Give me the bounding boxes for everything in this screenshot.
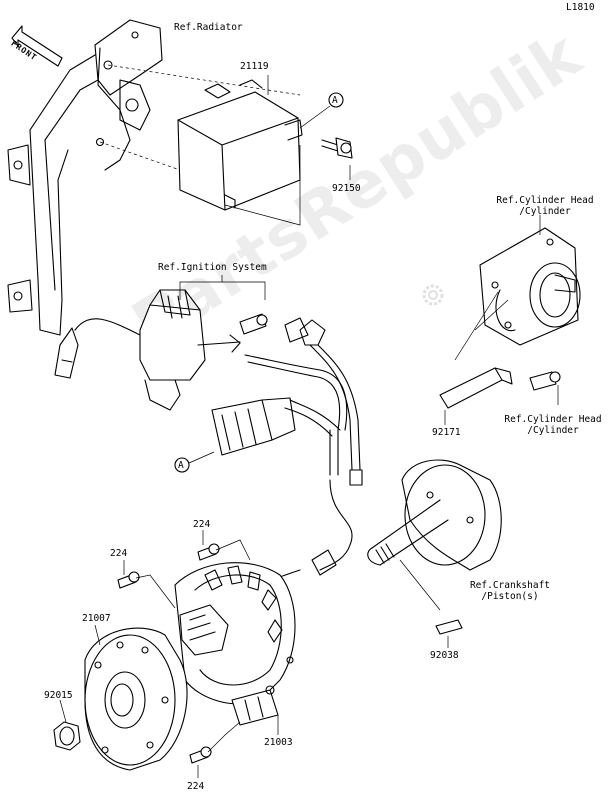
cdi-unit-21119 xyxy=(177,79,303,211)
part-224-top: 224 xyxy=(193,519,211,530)
ref-cylinder-head-top-line2: /Cylinder xyxy=(519,206,571,217)
part-21119: 21119 xyxy=(240,61,269,72)
ref-ignition-system: Ref.Ignition System xyxy=(158,262,267,273)
part-224-bottom: 224 xyxy=(187,781,205,792)
bolt-92150 xyxy=(321,137,353,159)
woodruff-key-92038 xyxy=(435,619,463,635)
wiring-harness xyxy=(244,317,363,591)
screw-224-top xyxy=(197,530,251,561)
wire-connector xyxy=(211,397,296,456)
ref-cylinder-head-top: Ref.Cylinder Head /Cylinder xyxy=(490,195,600,217)
coil-bolt xyxy=(239,313,268,335)
ref-cylinder-head-bottom-line1: Ref.Cylinder Head xyxy=(504,414,602,425)
part-21007: 21007 xyxy=(82,613,111,624)
front-arrow-icon xyxy=(11,25,63,67)
nut-92015 xyxy=(53,721,81,751)
callout-a-top-label: A xyxy=(332,95,338,106)
pickup-coil-92171 xyxy=(439,367,513,409)
ref-cylinder-head-bottom-line2: /Cylinder xyxy=(527,425,579,436)
part-92171: 92171 xyxy=(432,427,461,438)
part-92015: 92015 xyxy=(44,690,73,701)
cylinder-head xyxy=(479,227,581,346)
ref-cylinder-head-top-line1: Ref.Cylinder Head xyxy=(496,195,594,206)
stator-plate-21003 xyxy=(174,562,296,726)
ref-crankshaft-line2: /Piston(s) xyxy=(481,591,539,602)
gear-icon xyxy=(422,284,444,306)
part-92150: 92150 xyxy=(332,183,361,194)
ref-crankshaft-line1: Ref.Crankshaft xyxy=(469,580,551,591)
diagram-code: L1810 xyxy=(566,2,595,13)
flywheel-rotor-21007 xyxy=(84,627,188,771)
frame-bracket xyxy=(7,19,163,336)
ref-radiator: Ref.Radiator xyxy=(174,22,243,33)
pickup-bolt xyxy=(529,371,561,391)
screw-224-bottom xyxy=(189,721,241,778)
ref-crankshaft: Ref.Crankshaft /Piston(s) xyxy=(462,580,558,602)
part-21003: 21003 xyxy=(264,737,293,748)
callout-a-top xyxy=(299,92,344,129)
ref-cylinder-head-bottom: Ref.Cylinder Head /Cylinder xyxy=(498,414,608,436)
crankshaft xyxy=(367,459,502,571)
callout-a-middle-label: A xyxy=(178,460,184,471)
part-224-left: 224 xyxy=(110,548,128,559)
callout-a-middle xyxy=(174,451,215,473)
ignition-coil xyxy=(54,289,241,411)
part-92038: 92038 xyxy=(430,650,459,661)
screw-224-left xyxy=(117,560,176,609)
